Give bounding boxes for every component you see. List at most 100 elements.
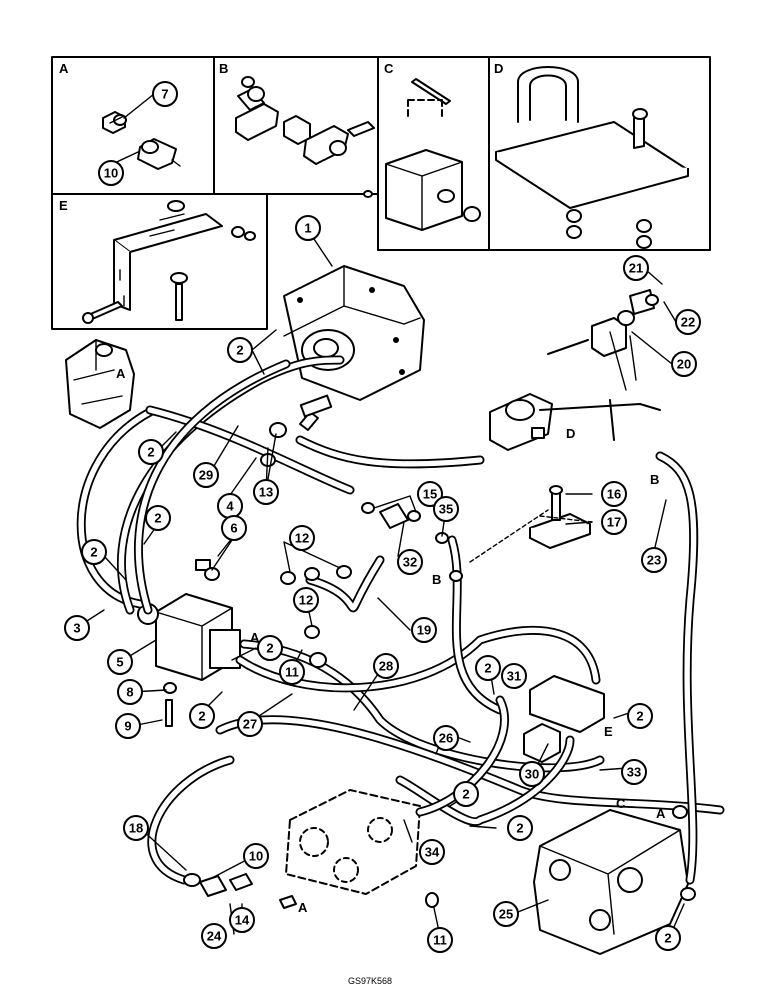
connection-letter-a-bottom: A <box>298 900 308 915</box>
svg-text:14: 14 <box>235 913 250 928</box>
solenoid-valve <box>489 393 553 451</box>
callout-2-valve: 2 <box>257 635 283 661</box>
svg-text:2: 2 <box>154 511 161 526</box>
callout-24: 24 <box>201 923 227 949</box>
callout-19: 19 <box>411 617 437 643</box>
inset-c-block <box>385 78 481 231</box>
svg-text:30: 30 <box>525 767 539 782</box>
svg-text:10: 10 <box>104 166 118 181</box>
connection-letter-b-right: B <box>650 472 659 487</box>
inset-b-flange-kit <box>235 76 375 198</box>
svg-text:2: 2 <box>484 661 491 676</box>
connection-letter-c: C <box>616 796 626 811</box>
hoses <box>76 355 725 885</box>
svg-text:24: 24 <box>207 929 222 944</box>
svg-text:5: 5 <box>116 655 123 670</box>
callout-2-right: 2 <box>627 703 653 729</box>
callout-2-pump: 2 <box>227 337 253 363</box>
svg-text:12: 12 <box>295 531 309 546</box>
fittings <box>163 294 696 909</box>
steering-unit <box>65 339 135 429</box>
svg-text:4: 4 <box>226 499 234 514</box>
svg-text:2: 2 <box>636 709 643 724</box>
svg-text:35: 35 <box>439 502 453 517</box>
inset-panels: A B C D E <box>51 56 711 330</box>
callout-11-lower: 11 <box>427 927 453 953</box>
callout-32: 32 <box>397 549 423 575</box>
callout-21: 21 <box>623 255 649 281</box>
svg-text:21: 21 <box>629 261 643 276</box>
svg-text:8: 8 <box>126 685 133 700</box>
svg-text:2: 2 <box>266 641 273 656</box>
callout-2-center: 2 <box>475 655 501 681</box>
inset-d-frame <box>488 56 711 251</box>
callout-29: 29 <box>193 462 219 488</box>
svg-text:2: 2 <box>462 787 469 802</box>
svg-text:33: 33 <box>627 765 641 780</box>
svg-text:17: 17 <box>607 515 621 530</box>
callout-2-lower-right: 2 <box>507 815 533 841</box>
svg-text:20: 20 <box>677 357 691 372</box>
callout-7: 7 <box>152 81 178 107</box>
svg-text:25: 25 <box>499 907 513 922</box>
callout-25: 25 <box>493 901 519 927</box>
connection-letters: A A A A B B C D E <box>116 366 666 915</box>
inset-a-plug <box>102 111 127 134</box>
callout-4: 4 <box>217 493 243 519</box>
callout-28: 28 <box>373 653 399 679</box>
inset-e-bracket <box>82 200 256 324</box>
svg-text:2: 2 <box>198 709 205 724</box>
leader-lines <box>75 93 685 937</box>
inset-e-frame <box>51 193 268 330</box>
callout-12-upper: 12 <box>289 525 315 551</box>
inset-letter-c: C <box>384 61 394 76</box>
callout-8: 8 <box>117 679 143 705</box>
callout-27: 27 <box>237 711 263 737</box>
callout-30: 30 <box>519 761 545 787</box>
callout-2-lower-left: 2 <box>189 703 215 729</box>
svg-text:34: 34 <box>425 845 440 860</box>
callout-31: 31 <box>501 663 527 689</box>
svg-text:2: 2 <box>236 343 243 358</box>
connection-letter-b-center: B <box>432 572 441 587</box>
inset-letter-d: D <box>494 61 503 76</box>
loader-control-valve <box>533 809 689 955</box>
svg-text:9: 9 <box>124 719 131 734</box>
svg-text:3: 3 <box>73 621 80 636</box>
inset-letter-b: B <box>219 61 228 76</box>
callout-23: 23 <box>641 547 667 573</box>
callout-2-lower-center: 2 <box>453 781 479 807</box>
callout-2-steering: 2 <box>138 439 164 465</box>
inset-d-u-bolt-plate <box>495 66 689 249</box>
callout-13: 13 <box>253 479 279 505</box>
connection-letter-a-loader: A <box>656 806 666 821</box>
callout-2-upper-left: 2 <box>145 505 171 531</box>
svg-text:15: 15 <box>423 487 437 502</box>
inset-letter-e: E <box>59 198 68 213</box>
callout-6: 6 <box>221 515 247 541</box>
callout-5: 5 <box>107 649 133 675</box>
inset-a-switch <box>137 138 181 170</box>
svg-text:23: 23 <box>647 553 661 568</box>
callout-17: 17 <box>601 509 627 535</box>
callout-3: 3 <box>64 615 90 641</box>
svg-text:18: 18 <box>129 821 143 836</box>
callout-10-inset: 10 <box>98 160 124 186</box>
inset-letter-a: A <box>59 61 69 76</box>
svg-text:22: 22 <box>681 315 695 330</box>
connection-letter-d: D <box>566 426 575 441</box>
callout-34: 34 <box>419 839 445 865</box>
svg-text:29: 29 <box>199 468 213 483</box>
priority-valve <box>137 593 241 681</box>
svg-text:2: 2 <box>90 545 97 560</box>
secondary-valve-block <box>285 789 421 895</box>
callout-15: 15 <box>417 481 443 507</box>
callout-20: 20 <box>671 351 697 377</box>
callout-11-upper: 11 <box>279 659 305 685</box>
callout-9: 9 <box>115 713 141 739</box>
svg-text:10: 10 <box>249 849 263 864</box>
callout-2-bottom-right: 2 <box>655 925 681 951</box>
svg-text:2: 2 <box>664 931 671 946</box>
svg-text:11: 11 <box>285 665 299 680</box>
